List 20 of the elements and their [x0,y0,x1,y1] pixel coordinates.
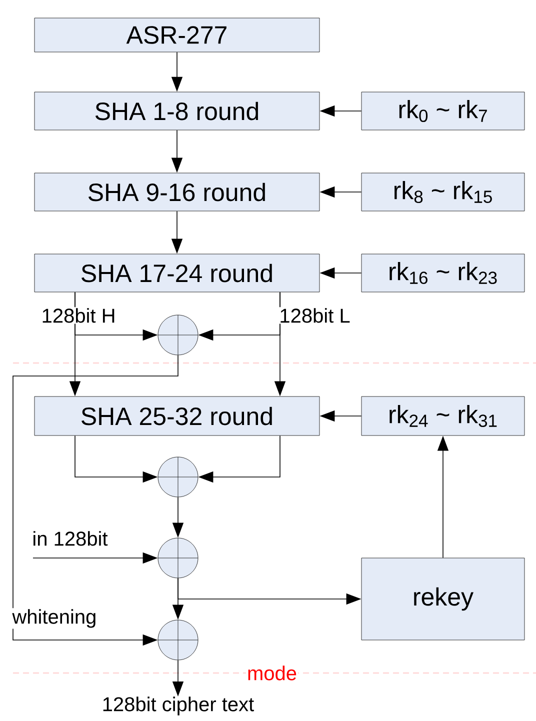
edge-label: in 128bit [31,530,109,547]
process-box: rk$_{8}$ ~ rk$_{15}$ [361,172,525,212]
xor-symbol [158,620,198,660]
xor-symbol [158,314,198,356]
process-box: rekey [361,558,525,640]
xor-symbol [158,538,198,578]
edge-label: 128bit H [40,307,117,324]
edge-label: whitening [11,608,98,629]
process-box: SHA 9-16 round [34,172,320,212]
process-box: rk$_{24}$ ~ rk$_{31}$ [361,396,525,436]
process-box: ASR-277 [34,18,320,52]
process-box: SHA 25-32 round [34,396,320,436]
edge-label: 128bit L [278,307,352,324]
process-box: SHA 1-8 round [34,92,320,130]
section-label: mode [246,664,298,682]
process-box: SHA 17-24 round [34,254,320,292]
process-box: rk$_{0}$ ~ rk$_{7}$ [361,92,525,130]
process-box: rk$_{16}$ ~ rk$_{23}$ [361,254,525,292]
output-label: 128bit cipher text [103,696,254,716]
xor-symbol [158,456,198,498]
